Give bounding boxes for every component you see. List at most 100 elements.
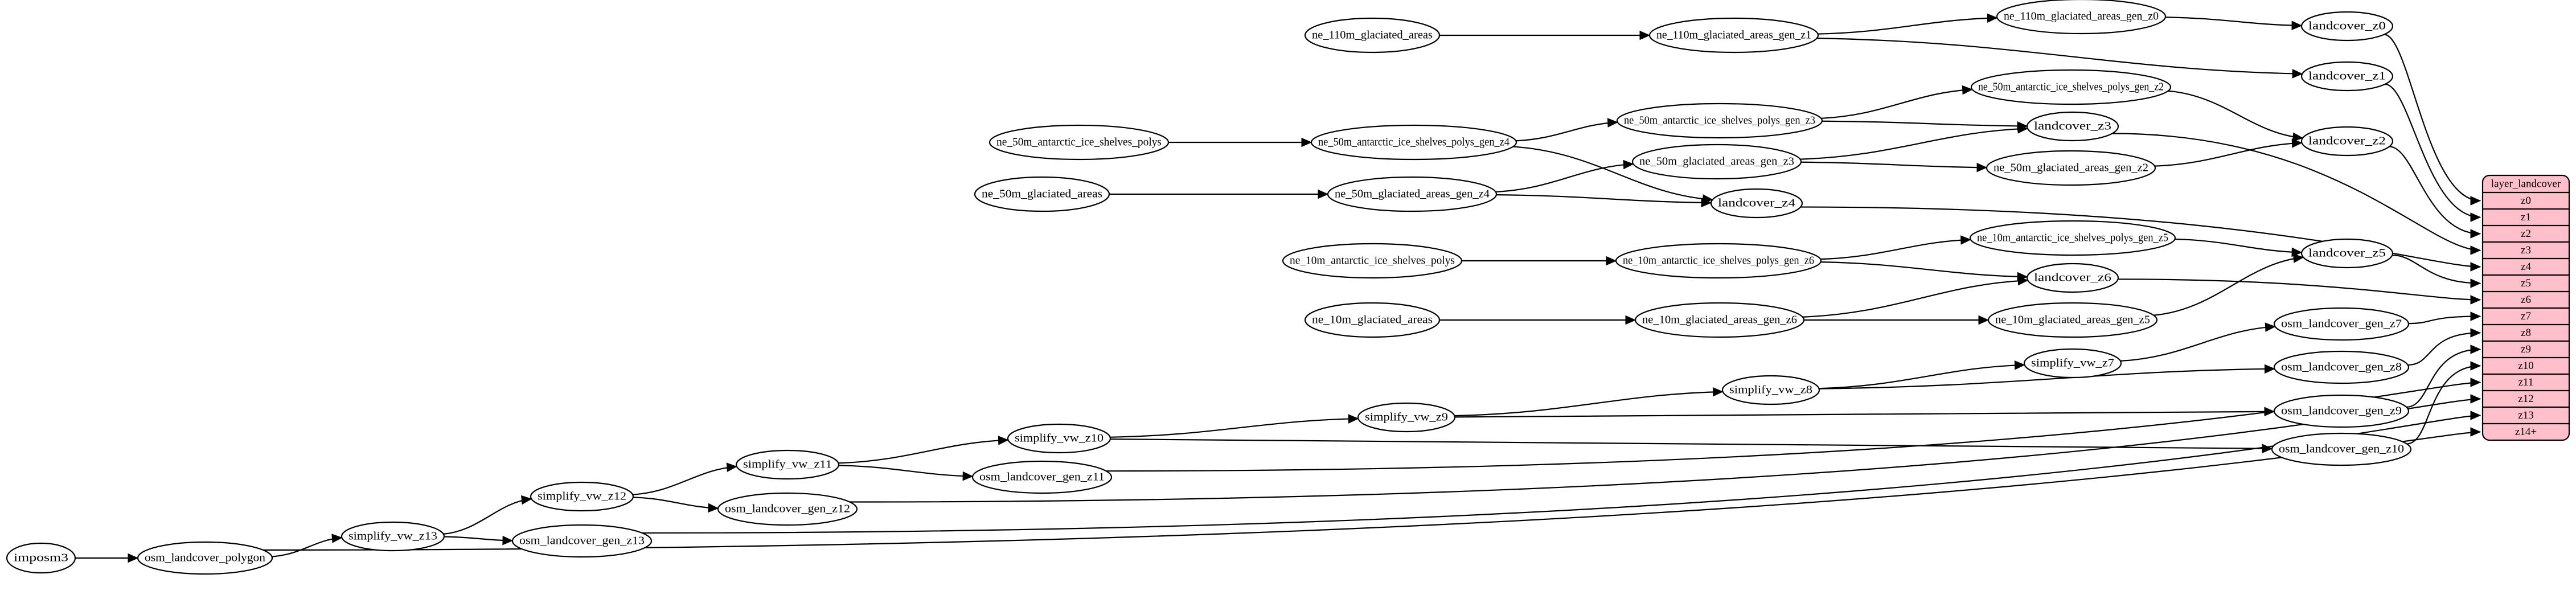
node-landcover_z1[interactable]: landcover_z1 (2300, 61, 2394, 92)
edge-simplify_vw_z9--to--simplify_vw_z8 (1454, 391, 1723, 417)
edge-arrowhead (1318, 189, 1329, 199)
node-label-ne_50m_glaciated_areas_gen_z4: ne_50m_glaciated_areas_gen_z4 (1335, 188, 1490, 200)
table-cell-z8: z8 (2521, 327, 2531, 339)
node-ne_110m_glaciated_areas[interactable]: ne_110m_glaciated_areas (1304, 17, 1441, 54)
node-ne_50m_glaciated_areas_gen_z3[interactable]: ne_50m_glaciated_areas_gen_z3 (1631, 143, 1802, 180)
edge-landcover_z2--to--table-z2 (2389, 146, 2481, 235)
node-shape-simplify_vw_z13 (341, 521, 445, 552)
edge-arrowhead (2262, 444, 2273, 453)
node-osm_landcover_gen_z12[interactable]: osm_landcover_gen_z12 (717, 492, 858, 526)
node-osm_landcover_gen_z9[interactable]: osm_landcover_gen_z9 (2273, 394, 2410, 428)
edge-arrowhead (2470, 345, 2481, 354)
node-label-ne_110m_glaciated_areas_gen_z1: ne_110m_glaciated_areas_gen_z1 (1656, 29, 1811, 42)
node-ne_10m_glaciated_areas_gen_z5[interactable]: ne_10m_glaciated_areas_gen_z5 (1987, 302, 2158, 338)
node-simplify_vw_z7[interactable]: simplify_vw_z7 (2023, 348, 2122, 379)
edge-ne_110m_glaciated_areas_gen_z1--to--ne_110m_glaciated_areas_gen_z0 (1818, 17, 1997, 35)
edge-osm_landcover_gen_z9--to--table-z9 (2406, 348, 2481, 408)
node-ne_110m_glaciated_areas_gen_z0[interactable]: ne_110m_glaciated_areas_gen_z0 (1996, 0, 2167, 35)
node-landcover_z6[interactable]: landcover_z6 (2026, 263, 2119, 293)
table-cell-z10: z10 (2518, 360, 2533, 372)
node-osm_landcover_gen_z11[interactable]: osm_landcover_gen_z11 (971, 460, 1113, 494)
node-ne_10m_antarctic_ice_shelves_polys[interactable]: ne_10m_antarctic_ice_shelves_polys (1282, 243, 1463, 279)
edge-arrowhead (128, 553, 139, 563)
node-simplify_vw_z9[interactable]: simplify_vw_z9 (1357, 402, 1456, 433)
edge-ne_50m_antarctic_ice_shelves_polys_gen_z4--to--ne_50m_antarctic_ice_shelves_polys_gen_z3 (1516, 121, 1618, 142)
node-ne_50m_glaciated_areas_gen_z2[interactable]: ne_50m_glaciated_areas_gen_z2 (1986, 150, 2156, 186)
node-ne_110m_glaciated_areas_gen_z1[interactable]: ne_110m_glaciated_areas_gen_z1 (1648, 17, 1819, 54)
node-landcover_z2[interactable]: landcover_z2 (2300, 126, 2394, 157)
node-shape-imposm3 (6, 542, 76, 574)
node-shape-simplify_vw_z11 (735, 449, 840, 480)
edge-simplify_vw_z8--to--osm_landcover_gen_z8 (1819, 368, 2275, 389)
edge-ne_50m_antarctic_ice_shelves_polys_gen_z3--to--landcover_z3 (1822, 120, 2028, 127)
node-shape-osm_landcover_gen_z10 (2271, 432, 2412, 466)
edge-landcover_z1--to--table-z1 (2385, 83, 2481, 218)
edge-arrowhead (1301, 137, 1312, 147)
table-cell-z6: z6 (2521, 294, 2531, 306)
edge-ne_10m_glaciated_areas_gen_z5--to--landcover_z5 (2153, 256, 2304, 316)
edge-arrowhead (2470, 229, 2481, 239)
node-label-simplify_vw_z10: simplify_vw_z10 (1015, 432, 1104, 445)
edge-arrowhead (1639, 30, 1651, 40)
node-shape-landcover_z0 (2300, 11, 2394, 42)
node-landcover_z4[interactable]: landcover_z4 (1710, 188, 1803, 219)
edge-arrowhead (1625, 315, 1636, 325)
edge-simplify_vw_z12--to--simplify_vw_z11 (633, 466, 737, 495)
node-ne_50m_antarctic_ice_shelves_polys[interactable]: ne_50m_antarctic_ice_shelves_polys (988, 124, 1170, 161)
node-landcover_z0[interactable]: landcover_z0 (2300, 11, 2394, 42)
node-osm_landcover_gen_z13[interactable]: osm_landcover_gen_z13 (511, 524, 653, 558)
node-shape-ne_50m_antarctic_ice_shelves_polys_gen_z3 (1616, 102, 1823, 139)
node-ne_10m_glaciated_areas_gen_z6[interactable]: ne_10m_glaciated_areas_gen_z6 (1634, 302, 1805, 338)
node-simplify_vw_z8[interactable]: simplify_vw_z8 (1721, 375, 1820, 405)
edge-landcover_z3--to--table-z3 (2112, 133, 2481, 251)
node-label-ne_10m_antarctic_ice_shelves_polys_gen_z5: ne_10m_antarctic_ice_shelves_polys_gen_z… (1977, 232, 2168, 244)
edge-osm_landcover_gen_z13--to--table-z13 (642, 415, 2481, 534)
node-ne_10m_glaciated_areas[interactable]: ne_10m_glaciated_areas (1304, 302, 1441, 338)
node-ne_10m_antarctic_ice_shelves_polys_gen_z5[interactable]: ne_10m_antarctic_ice_shelves_polys_gen_z… (1969, 220, 2176, 256)
node-ne_50m_antarctic_ice_shelves_polys_gen_z3[interactable]: ne_50m_antarctic_ice_shelves_polys_gen_z… (1616, 102, 1823, 139)
edge-arrowhead (1978, 315, 1990, 325)
node-shape-ne_50m_glaciated_areas_gen_z2 (1986, 150, 2156, 186)
node-imposm3[interactable]: imposm3 (6, 542, 76, 574)
node-osm_landcover_gen_z7[interactable]: osm_landcover_gen_z7 (2273, 307, 2410, 341)
node-shape-landcover_z1 (2300, 61, 2394, 92)
node-ne_10m_antarctic_ice_shelves_polys_gen_z6[interactable]: ne_10m_antarctic_ice_shelves_polys_gen_z… (1615, 243, 1822, 279)
edge-ne_50m_glaciated_areas_gen_z2--to--landcover_z2 (2155, 142, 2302, 167)
node-label-osm_landcover_gen_z10: osm_landcover_gen_z10 (2279, 443, 2404, 456)
node-simplify_vw_z11[interactable]: simplify_vw_z11 (735, 449, 840, 480)
edge-osm_landcover_gen_z10--to--table-z10 (2406, 365, 2481, 445)
edge-arrowhead (1348, 414, 1359, 424)
edge-arrowhead (2264, 364, 2275, 374)
node-simplify_vw_z12[interactable]: simplify_vw_z12 (530, 481, 634, 512)
node-ne_50m_antarctic_ice_shelves_polys_gen_z2[interactable]: ne_50m_antarctic_ice_shelves_polys_gen_z… (1970, 69, 2172, 105)
node-ne_50m_glaciated_areas[interactable]: ne_50m_glaciated_areas (974, 176, 1110, 212)
edge-arrowhead (2470, 411, 2481, 420)
node-shape-osm_landcover_gen_z9 (2273, 394, 2410, 428)
node-label-ne_10m_antarctic_ice_shelves_polys: ne_10m_antarctic_ice_shelves_polys (1290, 255, 1455, 267)
node-ne_50m_antarctic_ice_shelves_polys_gen_z4[interactable]: ne_50m_antarctic_ice_shelves_polys_gen_z… (1310, 124, 1517, 161)
node-osm_landcover_polygon[interactable]: osm_landcover_polygon (137, 541, 273, 575)
node-shape-landcover_z5 (2300, 238, 2394, 269)
node-label-ne_50m_glaciated_areas_gen_z3: ne_50m_glaciated_areas_gen_z3 (1639, 155, 1794, 168)
edge-arrowhead (2265, 322, 2276, 332)
node-landcover_z5[interactable]: landcover_z5 (2300, 238, 2394, 269)
edge-osm_landcover_gen_z11--to--table-z11 (1106, 382, 2481, 472)
table-layer: layer_landcoverz0z1z2z3z4z5z6z7z8z9z10z1… (2481, 174, 2570, 441)
node-ne_50m_glaciated_areas_gen_z4[interactable]: ne_50m_glaciated_areas_gen_z4 (1327, 176, 1498, 212)
table-cell-z1: z1 (2521, 211, 2531, 223)
node-shape-osm_landcover_gen_z12 (717, 492, 858, 526)
edge-arrowhead (502, 535, 514, 546)
node-label-simplify_vw_z9: simplify_vw_z9 (1365, 411, 1448, 424)
edge-arrowhead (1623, 159, 1634, 170)
node-landcover_z3[interactable]: landcover_z3 (2026, 111, 2119, 142)
edge-arrowhead (1962, 85, 1973, 95)
node-shape-ne_50m_antarctic_ice_shelves_polys_gen_z2 (1970, 69, 2172, 105)
node-osm_landcover_gen_z8[interactable]: osm_landcover_gen_z8 (2273, 350, 2410, 384)
node-simplify_vw_z10[interactable]: simplify_vw_z10 (1007, 423, 1111, 454)
edge-landcover_z0--to--table-z0 (2384, 34, 2481, 202)
node-simplify_vw_z13[interactable]: simplify_vw_z13 (341, 521, 445, 552)
table-cell-z0: z0 (2521, 195, 2531, 207)
node-osm_landcover_gen_z10[interactable]: osm_landcover_gen_z10 (2271, 432, 2412, 466)
